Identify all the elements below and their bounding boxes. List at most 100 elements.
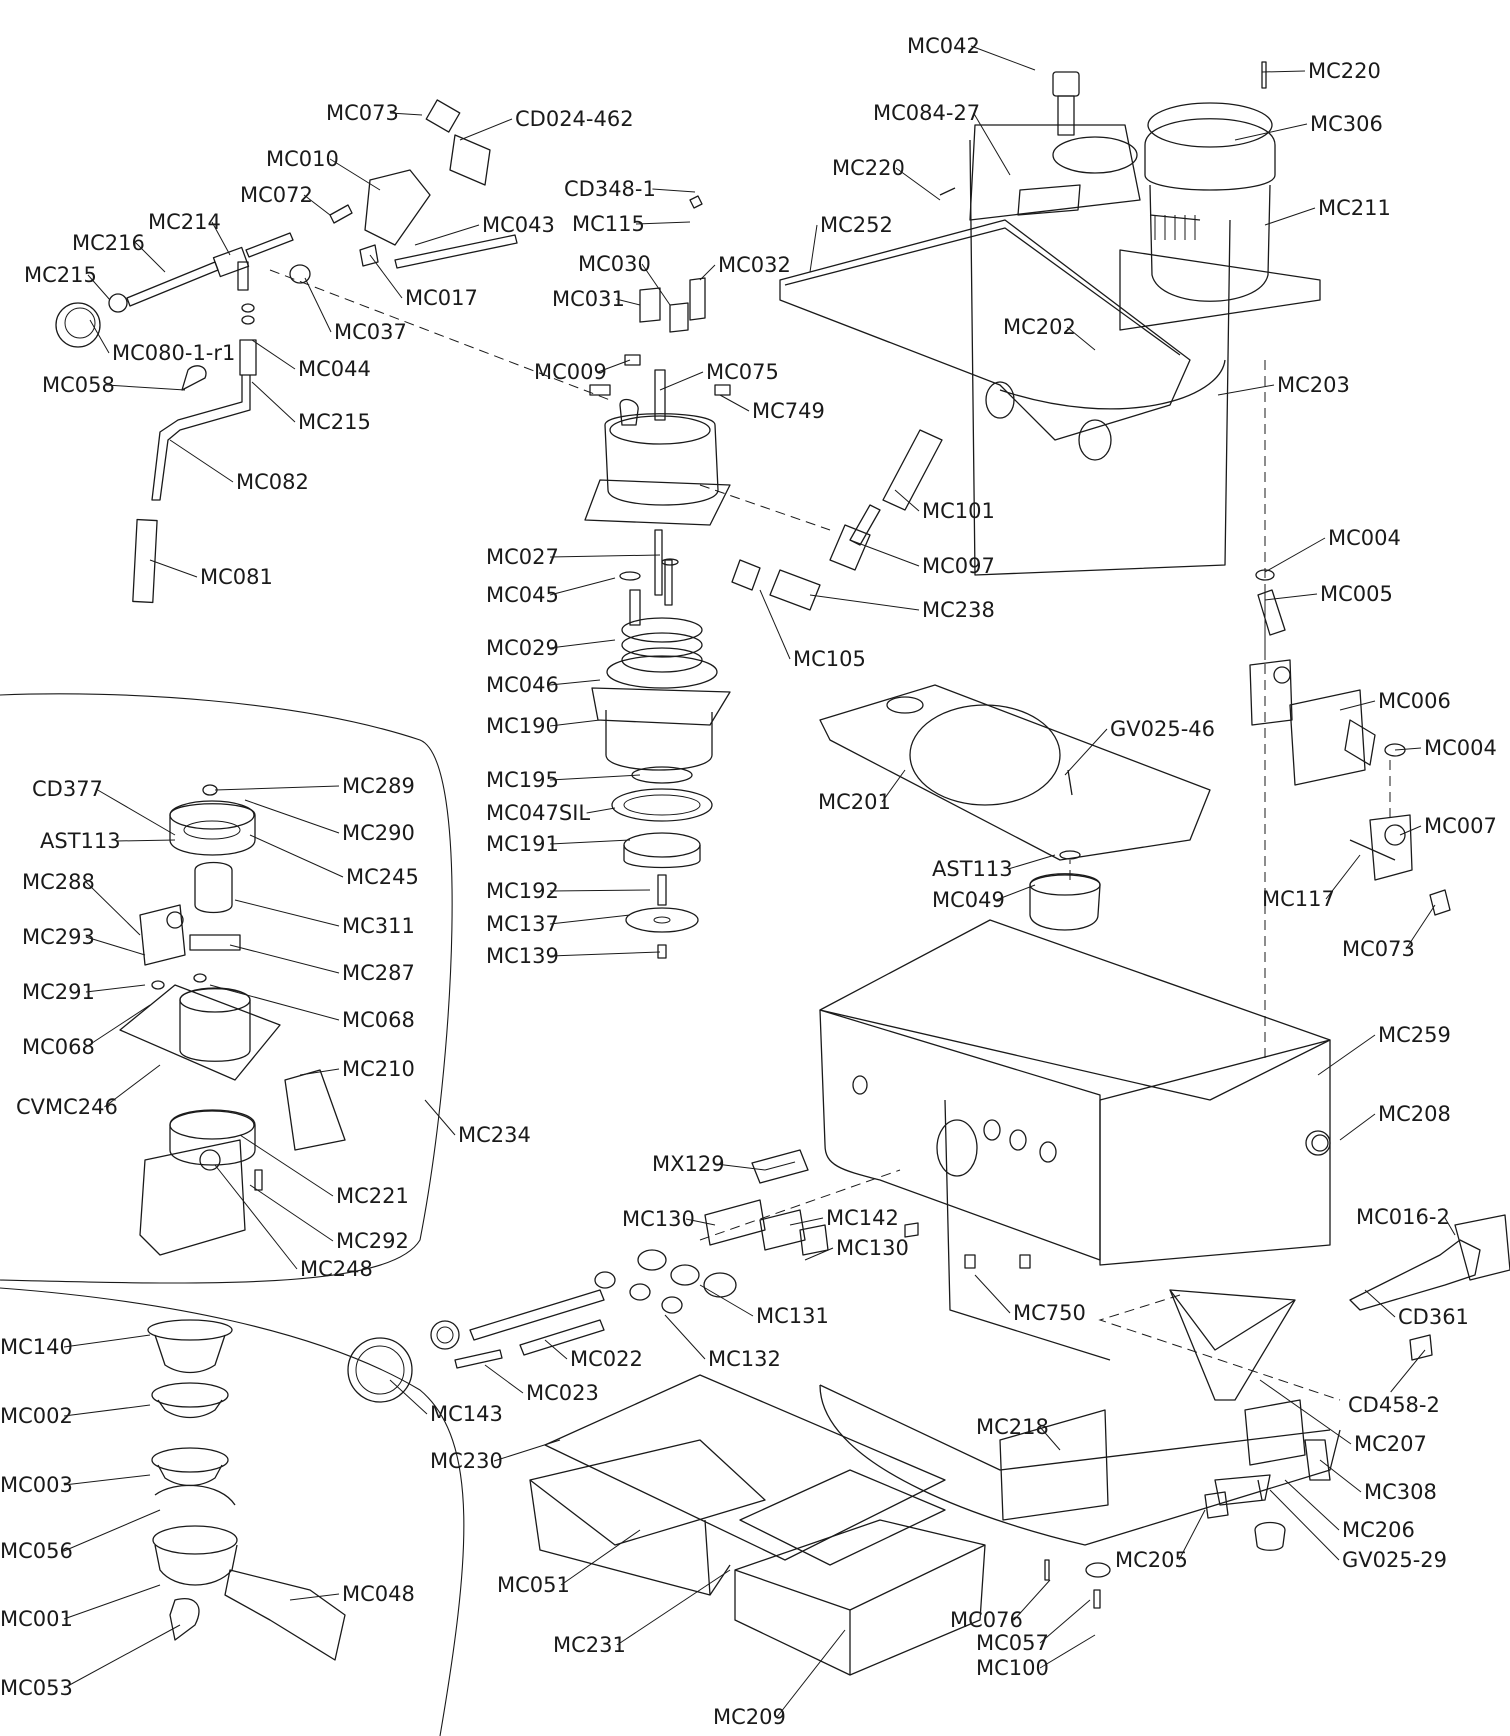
part-label-mc143: MC143: [430, 1402, 503, 1426]
part-label-mc130: MC130: [836, 1236, 909, 1260]
leader-line: [881, 769, 906, 803]
part-label-cd348-1: CD348-1: [564, 177, 656, 201]
leader-line: [1405, 904, 1436, 950]
leader-line: [549, 889, 651, 892]
leader-line: [484, 1364, 524, 1394]
leader-lines: [63, 45, 1456, 1718]
leader-line: [1234, 123, 1308, 141]
leader-line: [641, 263, 671, 306]
part-label-mc068: MC068: [342, 1008, 415, 1032]
part-label-mc022: MC022: [570, 1347, 643, 1371]
leader-line: [1261, 70, 1306, 73]
part-label-mc072: MC072: [240, 183, 313, 207]
part-label-mc004: MC004: [1424, 736, 1497, 760]
part-label-gv025-46: GV025-46: [1110, 717, 1215, 741]
leader-line: [549, 774, 641, 781]
part-label-mc290: MC290: [342, 821, 415, 845]
leader-line: [209, 984, 340, 1021]
part-label-mc216: MC216: [72, 231, 145, 255]
part-label-mc230: MC230: [430, 1449, 503, 1473]
part-label-mc058: MC058: [42, 373, 115, 397]
part-label-mc001: MC001: [0, 1607, 73, 1631]
leader-line: [1039, 1599, 1091, 1644]
part-label-mc047sil: MC047SIL: [486, 801, 590, 825]
part-label-mc195: MC195: [486, 768, 559, 792]
leader-line: [549, 554, 661, 558]
leader-line: [303, 194, 331, 216]
leader-line: [544, 1339, 568, 1360]
part-label-mc005: MC005: [1320, 582, 1393, 606]
part-label-mc068: MC068: [22, 1035, 95, 1059]
leader-line: [699, 264, 716, 281]
part-label-mc211: MC211: [1318, 196, 1391, 220]
leader-line: [89, 319, 110, 354]
part-label-mc210: MC210: [342, 1057, 415, 1081]
part-label-mc311: MC311: [342, 914, 415, 938]
leader-line: [299, 1068, 340, 1076]
leader-line: [1364, 1289, 1396, 1318]
power-cord-and-funnel: [1169, 1214, 1510, 1551]
leader-line: [699, 1284, 754, 1317]
part-label-mc045: MC045: [486, 583, 559, 607]
leader-line: [549, 951, 661, 957]
leader-line: [85, 936, 146, 956]
leader-line: [87, 274, 111, 301]
leader-line: [251, 381, 296, 423]
part-label-cvmc246: CVMC246: [16, 1095, 118, 1119]
leader-line: [369, 254, 403, 299]
part-label-mc053: MC053: [0, 1676, 73, 1700]
leader-line: [659, 371, 704, 391]
part-label-mc192: MC192: [486, 879, 559, 903]
part-label-mc208: MC208: [1378, 1102, 1451, 1126]
leader-line: [389, 112, 423, 116]
part-label-mc245: MC245: [346, 865, 419, 889]
part-label-mc191: MC191: [486, 832, 559, 856]
part-label-mc002: MC002: [0, 1404, 73, 1428]
leader-line: [116, 839, 176, 842]
part-label-mc080-1-r1: MC080-1-r1: [112, 341, 235, 365]
leader-line: [85, 984, 146, 993]
part-label-cd458-2: CD458-2: [1348, 1393, 1440, 1417]
leader-line: [973, 112, 1011, 176]
leader-line: [970, 45, 1036, 71]
part-label-mc017: MC017: [405, 286, 478, 310]
leader-line: [63, 1624, 181, 1689]
part-label-mc044: MC044: [298, 357, 371, 381]
leader-line: [549, 914, 631, 925]
leader-line: [63, 1509, 161, 1552]
part-label-mc288: MC288: [22, 870, 95, 894]
leader-line: [1064, 728, 1108, 776]
part-label-mc750: MC750: [1013, 1301, 1086, 1325]
part-label-mc749: MC749: [752, 399, 825, 423]
part-label-mc132: MC132: [708, 1347, 781, 1371]
leader-line: [169, 439, 234, 483]
leader-line: [1443, 1216, 1456, 1236]
part-label-mc056: MC056: [0, 1539, 73, 1563]
leader-line: [289, 1593, 340, 1601]
leader-line: [1325, 854, 1361, 900]
part-label-mc010: MC010: [266, 147, 339, 171]
drip-tray-assembly: [529, 1374, 1111, 1676]
part-label-mc137: MC137: [486, 912, 559, 936]
leader-line: [995, 884, 1036, 901]
part-label-mc037: MC037: [334, 320, 407, 344]
leader-line: [1066, 326, 1096, 351]
assembly-dashed-lines: [269, 269, 1391, 1401]
part-label-mc308: MC308: [1364, 1480, 1437, 1504]
leader-line: [1264, 593, 1318, 601]
base-plate: [819, 684, 1211, 931]
part-label-mc215: MC215: [298, 410, 371, 434]
part-label-mc139: MC139: [486, 944, 559, 968]
leader-line: [105, 384, 186, 391]
leader-line: [63, 1584, 161, 1620]
leader-line: [1008, 854, 1056, 870]
leader-line: [560, 1529, 641, 1586]
leader-line: [104, 1064, 161, 1108]
leader-line: [493, 1439, 561, 1462]
part-label-mc016-2: MC016-2: [1356, 1205, 1450, 1229]
part-label-mc190: MC190: [486, 714, 559, 738]
leader-line: [85, 881, 141, 936]
part-label-mc130: MC130: [622, 1207, 695, 1231]
leader-line: [549, 639, 616, 649]
